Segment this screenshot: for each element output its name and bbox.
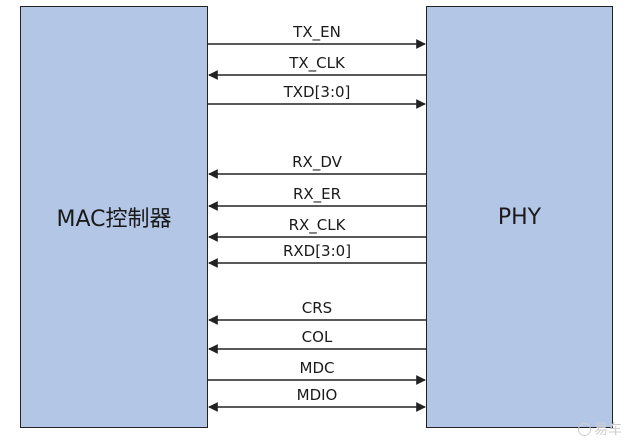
signal-label-rx-clk: RX_CLK [289,216,347,235]
watermark-logo-icon [578,422,591,436]
mac-controller-block: MAC控制器 [20,6,208,428]
signal-label-tx-clk: TX_CLK [288,54,346,73]
signal-label-txd-3-0: TXD[3:0] [283,83,351,101]
signal-label-crs: CRS [302,299,332,317]
signal-label-mdio: MDIO [297,386,338,404]
signal-label-col: COL [302,328,333,346]
phy-block: PHY [426,6,613,428]
signal-label-rxd-3-0: RXD[3:0] [283,242,351,260]
signal-label-tx-en: TX_EN [292,23,341,42]
phy-label: PHY [497,204,542,230]
signal-label-mdc: MDC [300,359,335,377]
signal-label-rx-er: RX_ER [293,185,341,204]
signal-label-rx-dv: RX_DV [292,153,342,172]
mac-controller-label: MAC控制器 [56,207,172,232]
watermark: 易车 [578,419,622,439]
watermark-text: 易车 [594,422,622,438]
